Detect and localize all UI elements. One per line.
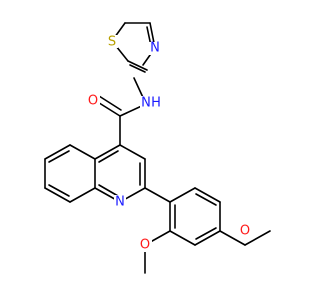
amide-nitrogen-label: N <box>141 96 151 111</box>
bond <box>219 230 246 246</box>
atom-o2: O <box>138 238 152 253</box>
methoxy-oxygen-label: O <box>240 224 250 239</box>
atom-o3: O <box>238 224 252 239</box>
bond <box>169 187 196 203</box>
bond <box>144 187 171 203</box>
bond <box>98 95 122 111</box>
atom-n1: N <box>149 41 161 56</box>
amide-hydrogen-label: H <box>151 96 161 111</box>
bond <box>69 144 96 160</box>
bonds <box>44 22 271 274</box>
bond <box>94 144 121 160</box>
molecule-canvas: S N O N H N O O <box>44 22 271 274</box>
quinoline-nitrogen-label: N <box>115 195 125 210</box>
atom-s1: S <box>106 35 118 50</box>
bond <box>129 64 146 73</box>
structure-diagram: S N O N H N O O <box>44 22 271 274</box>
bond <box>98 150 119 163</box>
atom-n2: N H <box>140 96 163 111</box>
bond <box>169 230 196 246</box>
methoxy-oxygen-label: O <box>140 238 150 253</box>
bond <box>69 187 96 203</box>
sulfur-label: S <box>108 35 116 50</box>
bond <box>44 187 71 203</box>
bond <box>195 193 217 206</box>
bond <box>194 187 221 203</box>
carbonyl-oxygen-label: O <box>88 94 98 109</box>
atom-labels: S N O N H N O O <box>87 35 252 253</box>
atom-n3: N <box>114 195 126 210</box>
bond <box>119 144 146 160</box>
bond <box>44 144 71 160</box>
bond <box>244 230 271 246</box>
bond <box>195 227 217 240</box>
bond <box>48 150 70 163</box>
bond <box>127 60 148 71</box>
thiazole-nitrogen-label: N <box>150 41 160 56</box>
bond <box>48 184 70 197</box>
atom-o1: O <box>87 94 100 109</box>
bond <box>194 230 221 246</box>
bond <box>98 184 119 197</box>
